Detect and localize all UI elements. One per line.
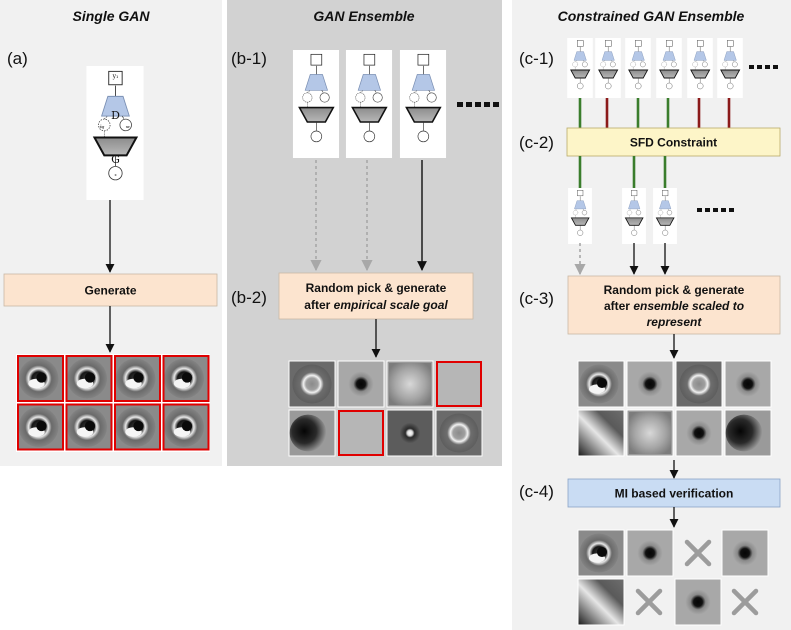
random-pick-line2: after empirical scale goal <box>304 298 448 312</box>
panel-single-title: Single GAN <box>72 8 150 24</box>
ensemble-gan-model <box>345 50 393 158</box>
single-sample-tile <box>17 403 64 451</box>
constrained-sample-grid <box>577 360 772 457</box>
panel-constrained-title: Constrained GAN Ensemble <box>558 8 745 24</box>
c3-line3: represent <box>647 315 703 329</box>
random-pick-line2-italic: empirical scale goal <box>334 298 449 312</box>
verified-sample-tile <box>721 529 769 577</box>
single-sample-tile <box>162 355 210 402</box>
verified-sample-tile <box>674 578 722 626</box>
single-sample-tile <box>114 355 161 402</box>
ensemble-gan-models <box>292 50 447 158</box>
constrained-gan-model <box>716 38 744 98</box>
constrained-sample-tile <box>577 360 625 408</box>
panel-single-gan: Single GAN (a) y₁ D G x̃g xr z Generate <box>0 0 222 466</box>
xg-node-glyph: x̃g <box>100 124 105 129</box>
constrained-sample-tile <box>675 360 723 408</box>
rejected-sample-cross <box>684 539 712 567</box>
panel-gan-ensemble: GAN Ensemble (b-1) (b-2) Random pick & g… <box>227 0 502 466</box>
constrained-gan-model <box>566 38 594 98</box>
random-pick-line2-prefix: after <box>304 298 333 312</box>
random-pick-box <box>278 272 474 320</box>
panel-constrained-ensemble: Constrained GAN Ensemble (c-1) (c-2) SFD… <box>512 0 791 630</box>
label-c2: (c-2) <box>519 133 554 152</box>
ensemble-sample-tile <box>386 409 434 457</box>
constrained-sample-tile <box>577 409 625 457</box>
d-node-glyph: D <box>111 109 120 122</box>
constrained-gan-row-selected <box>567 188 678 244</box>
c3-random-pick-box <box>567 275 781 335</box>
ensemble-sample-tile <box>386 360 434 408</box>
selected-gan-model <box>567 188 593 244</box>
sfd-constraint-box <box>566 127 781 157</box>
constraint-connector-lines <box>578 98 731 128</box>
verified-sample-tile <box>577 529 625 577</box>
sfd-constraint-label: SFD Constraint <box>630 136 717 150</box>
constrained-gan-model <box>594 38 622 98</box>
generate-box-label: Generate <box>84 284 136 298</box>
single-gan-sample-grid <box>16 354 210 452</box>
random-pick-line1: Random pick & generate <box>306 281 447 295</box>
verified-sample-tile <box>626 529 674 577</box>
rejected-sample-cross <box>635 588 663 616</box>
c3-line2-prefix: after <box>604 299 633 313</box>
constrained-gan-model <box>655 38 683 98</box>
rejected-sample-cross <box>731 588 759 616</box>
constrained-ellipsis-top <box>749 65 778 69</box>
selected-gan-model <box>652 188 678 244</box>
generate-box <box>3 273 218 307</box>
c3-line1: Random pick & generate <box>604 283 745 297</box>
verified-sample-tile <box>577 578 625 626</box>
mi-verification-label: MI based verification <box>615 487 734 501</box>
ensemble-sample-tile <box>337 360 385 408</box>
single-gan-model: y₁ D G x̃g xr z <box>85 66 145 200</box>
c3-line2: after ensemble scaled to <box>604 299 744 313</box>
selected-gan-model <box>621 188 647 244</box>
y-node-glyph: y₁ <box>112 73 119 80</box>
label-a: (a) <box>7 49 28 68</box>
ensemble-sample-tile <box>288 360 336 408</box>
mi-verification-box <box>567 478 781 508</box>
ensemble-sample-tile <box>435 409 483 457</box>
xr-node-glyph: xr <box>126 124 130 129</box>
ensemble-sample-tile <box>338 410 384 456</box>
label-c4: (c-4) <box>519 482 554 501</box>
label-b1: (b-1) <box>231 49 267 68</box>
ensemble-gan-model <box>292 50 340 158</box>
constrained-sample-tile <box>724 409 772 457</box>
constrained-sample-tile <box>675 409 723 457</box>
panel-ensemble-title: GAN Ensemble <box>313 8 414 24</box>
verified-sample-grid <box>577 529 769 626</box>
ensemble-ellipsis <box>457 102 499 107</box>
ensemble-sample-tile <box>436 361 482 407</box>
z-node-glyph: z <box>114 172 116 177</box>
constrained-sample-tile <box>626 360 674 408</box>
g-node-glyph: G <box>111 153 120 166</box>
label-c3: (c-3) <box>519 289 554 308</box>
constrained-ellipsis-mid <box>697 208 734 212</box>
ensemble-sample-tile <box>288 409 336 457</box>
constrained-gan-model <box>686 38 714 98</box>
single-sample-tile <box>65 355 113 402</box>
constrained-sample-tile <box>626 409 674 457</box>
c3-line2-italic: ensemble scaled to <box>633 299 744 313</box>
sfd-output-lines <box>578 156 667 190</box>
constrained-gan-model <box>624 38 652 98</box>
constrained-sample-tile <box>724 360 772 408</box>
single-sample-tile <box>65 403 113 451</box>
single-sample-tile <box>162 403 210 451</box>
ensemble-sample-grid <box>288 360 483 457</box>
single-sample-tile <box>17 355 64 402</box>
label-c1: (c-1) <box>519 49 554 68</box>
single-sample-tile <box>114 403 161 451</box>
label-b2: (b-2) <box>231 288 267 307</box>
ensemble-gan-model <box>399 50 447 158</box>
